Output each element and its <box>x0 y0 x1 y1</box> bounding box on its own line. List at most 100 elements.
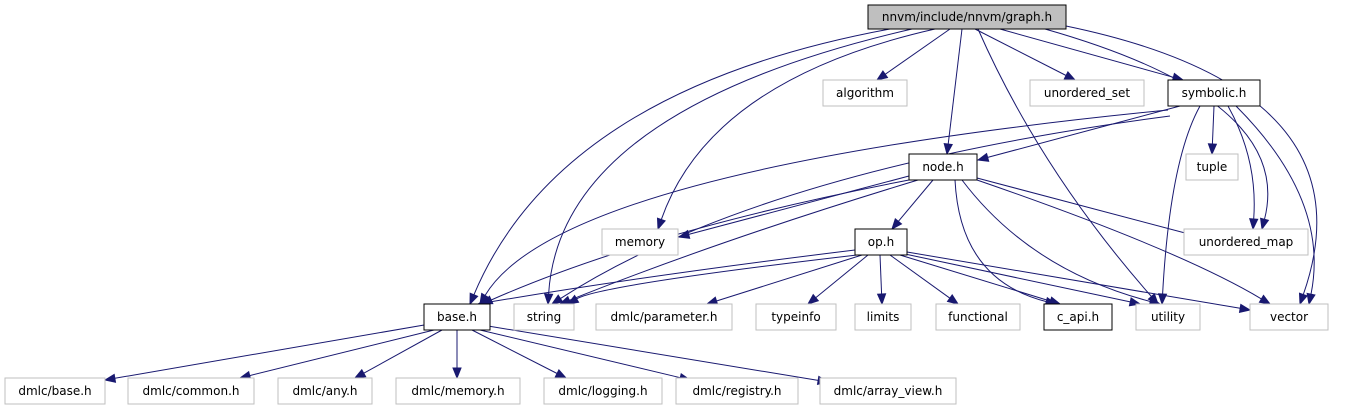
edge-arrowhead <box>1298 292 1308 306</box>
edge-arrowhead <box>452 367 462 380</box>
node-label: memory <box>615 235 665 249</box>
edge-line <box>484 109 1169 296</box>
node-label: dmlc/parameter.h <box>611 310 718 324</box>
edge-symbolic-h-to-utility <box>1157 105 1201 306</box>
node-box <box>675 377 799 405</box>
node-box <box>601 228 679 256</box>
edge-line <box>114 323 431 379</box>
node-box <box>854 228 908 256</box>
node-box <box>908 153 978 181</box>
node-box <box>543 377 663 405</box>
edge-op-h-to-utility <box>904 253 1142 307</box>
edge-line <box>999 28 1174 78</box>
node-label: tuple <box>1197 160 1228 174</box>
node-unordered-set: unordered_set <box>1029 79 1145 107</box>
edge-line <box>1065 25 1318 295</box>
edge-base-h-to-dmlc-array-view-h <box>487 325 830 385</box>
edge-op-h-to-vector <box>906 251 1252 313</box>
node-algorithm: algorithm <box>822 79 908 107</box>
node-box <box>1167 79 1261 107</box>
node-unordered-map: unordered_map <box>1183 228 1309 256</box>
node-box <box>854 303 912 331</box>
edge-line <box>987 105 1181 158</box>
edge-graph-h-to-symbolic-h <box>999 28 1185 82</box>
edge-arrowhead <box>566 294 580 305</box>
node-dmlc-base-h: dmlc/base.h <box>4 377 106 405</box>
edge-line <box>660 28 936 220</box>
edge-op-h-to-dmlc-parameter-h <box>705 254 863 306</box>
node-box <box>595 303 733 331</box>
node-label: dmlc/logging.h <box>558 384 647 398</box>
edge-node-h-to-vector <box>976 179 1272 305</box>
node-label: utility <box>1151 310 1185 324</box>
edge-line <box>1162 105 1201 295</box>
edge-line <box>490 179 910 301</box>
edge-line <box>898 179 934 222</box>
node-string: string <box>513 303 575 331</box>
node-label: dmlc/memory.h <box>411 384 504 398</box>
edge-line <box>479 329 681 379</box>
node-functional: functional <box>935 303 1021 331</box>
edge-line <box>976 177 1191 235</box>
edge-op-h-to-c-api-h <box>899 254 1062 306</box>
edge-arrowhead <box>103 373 117 383</box>
node-vector: vector <box>1249 303 1329 331</box>
edge-arrowhead <box>946 294 960 305</box>
node-node-h[interactable]: node.h <box>908 153 978 181</box>
edge-line <box>471 329 558 374</box>
edge-graph-h-to-algorithm <box>875 28 951 81</box>
edge-arrowhead <box>677 229 691 239</box>
edge-line <box>249 329 435 377</box>
node-dmlc-any-h: dmlc/any.h <box>277 377 373 405</box>
node-op-h[interactable]: op.h <box>854 228 908 256</box>
node-label: unordered_map <box>1199 235 1294 249</box>
edge-line <box>899 254 1051 302</box>
edge-arrowhead <box>976 152 990 162</box>
edge-symbolic-h-to-tuple <box>1207 105 1218 156</box>
edge-line <box>1044 28 1269 220</box>
node-dmlc-common-h: dmlc/common.h <box>127 377 255 405</box>
edge-arrowhead <box>943 143 953 156</box>
edge-node-h-to-c-api-h <box>954 179 1058 307</box>
node-box <box>822 79 908 107</box>
node-label: vector <box>1270 310 1308 324</box>
node-base-h[interactable]: base.h <box>423 303 491 331</box>
node-box <box>1183 228 1309 256</box>
edge-arrowhead <box>1260 217 1270 231</box>
edge-line <box>576 254 858 300</box>
edge-graph-h-to-node-h <box>943 28 963 156</box>
edge-symbolic-h-to-base-h <box>479 109 1169 306</box>
edge-line <box>487 249 856 303</box>
edge-base-h-to-dmlc-common-h <box>238 329 435 381</box>
node-label: c_api.h <box>1057 310 1099 324</box>
edges-layer <box>103 25 1318 385</box>
node-label: node.h <box>922 160 963 174</box>
node-utility: utility <box>1135 303 1201 331</box>
node-box <box>1249 303 1329 331</box>
node-dmlc-parameter-h: dmlc/parameter.h <box>595 303 733 331</box>
node-box <box>395 377 521 405</box>
edge-line <box>961 179 1151 302</box>
node-label: dmlc/common.h <box>143 384 240 398</box>
node-graph-h[interactable]: nnvm/include/nnvm/graph.h <box>867 4 1067 30</box>
edge-arrowhead <box>469 292 479 306</box>
node-label: limits <box>867 310 900 324</box>
edge-line <box>884 28 951 75</box>
node-c-api-h[interactable]: c_api.h <box>1043 303 1113 331</box>
node-box <box>755 303 837 331</box>
edge-base-h-to-dmlc-any-h <box>353 329 443 379</box>
node-label: algorithm <box>836 86 894 100</box>
node-box <box>423 303 491 331</box>
edge-arrowhead <box>875 70 889 81</box>
edge-arrowhead <box>1306 292 1316 306</box>
node-limits: limits <box>854 303 912 331</box>
node-symbolic-h[interactable]: symbolic.h <box>1167 79 1261 107</box>
edge-op-h-to-base-h <box>476 249 856 307</box>
edge-op-h-to-typeinfo <box>806 254 869 305</box>
node-label: string <box>527 310 561 324</box>
edge-graph-h-to-unordered-map <box>1044 28 1270 231</box>
edge-node-h-to-utility <box>961 179 1162 306</box>
edge-line <box>815 254 869 299</box>
edge-op-h-to-limits <box>876 254 887 306</box>
